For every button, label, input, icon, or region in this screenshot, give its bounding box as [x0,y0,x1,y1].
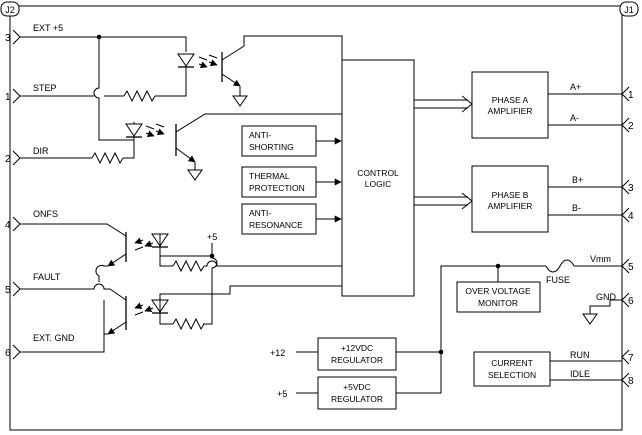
left-pin-step: 1 STEP [5,83,57,104]
onfs-fault-circuit: +5 [20,223,342,353]
left-pin-num: 1 [5,92,11,103]
onfs-resistor [172,259,205,273]
svg-text:REGULATOR: REGULATOR [331,394,383,404]
run-label: RUN [570,350,590,360]
svg-text:CONTROL: CONTROL [357,168,399,178]
svg-text:SHORTING: SHORTING [249,142,294,152]
left-pin-label: ONFS [33,209,58,219]
gnd-label: GND [596,292,617,302]
svg-text:CURRENT: CURRENT [491,358,533,368]
regulator-12v: +12VDC REGULATOR +12 [270,337,444,371]
svg-text:PHASE B: PHASE B [492,190,529,200]
output-a-minus: A- [570,113,579,123]
ground-icon [582,313,598,325]
svg-text:1: 1 [628,90,634,101]
connector-j2-badge: J2 [0,1,20,17]
over-voltage-monitor [456,281,541,313]
left-pin-onfs: 4 ONFS [5,209,58,232]
regulator-5v: +5VDC REGULATOR +5 [277,352,442,410]
left-pin-ext-gnd: 6 EXT. GND [5,333,75,360]
svg-text:ANTI-: ANTI- [249,208,271,218]
svg-text:8: 8 [628,376,634,387]
anti-resonance-block: ANTI- RESONANCE [241,203,342,235]
connector-j1-label: J1 [624,5,634,15]
board-outline [9,5,623,431]
svg-text:AMPLIFIER: AMPLIFIER [488,106,533,116]
svg-text:4: 4 [628,211,634,222]
svg-text:7: 7 [628,353,634,364]
svg-text:SELECTION: SELECTION [488,370,536,380]
svg-text:5: 5 [628,262,634,273]
svg-text:+5VDC: +5VDC [343,382,371,392]
svg-text:PROTECTION: PROTECTION [249,183,305,193]
fault-resistor [172,317,205,331]
current-selection-block: CURRENT SELECTION RUN IDLE [473,350,622,387]
svg-text:LOGIC: LOGIC [365,179,391,189]
phase-b-amplifier: PHASE B AMPLIFIER [471,165,549,233]
idle-label: IDLE [570,369,590,379]
fuse-label: FUSE [546,275,570,285]
ground-icon [232,95,248,107]
ground-icon [187,169,203,181]
vmm-label: Vmm [590,254,611,264]
step-input-circuit [20,34,343,141]
left-pin-label: STEP [33,83,57,93]
svg-text:PHASE A: PHASE A [492,95,529,105]
left-pin-label: FAULT [33,272,61,282]
dir-input-circuit [20,113,342,181]
left-pin-num: 5 [5,285,11,296]
step-resistor [123,89,156,103]
dir-resistor [91,151,124,165]
left-pin-num: 6 [5,348,11,359]
svg-text:3: 3 [628,183,634,194]
svg-text:ANTI-: ANTI- [249,130,271,140]
left-pin-num: 3 [5,33,11,44]
left-pin-ext5: 3 EXT +5 [5,23,63,45]
svg-text:MONITOR: MONITOR [478,298,518,308]
connector-j1-badge: J1 [619,1,639,17]
plus5-supply-label: +5 [207,232,217,242]
svg-text:RESONANCE: RESONANCE [249,220,303,230]
svg-text:THERMAL: THERMAL [249,171,290,181]
left-pin-num: 2 [5,154,11,165]
svg-text:6: 6 [628,296,634,307]
control-logic-block: CONTROL LOGIC [341,59,415,297]
output-a-plus: A+ [570,82,581,92]
thermal-protection-block: THERMAL PROTECTION [241,166,342,198]
svg-text:+12VDC: +12VDC [341,343,373,353]
output-b-plus: B+ [572,175,583,185]
left-pin-fault: 5 FAULT [5,272,61,297]
svg-text:2: 2 [628,121,634,132]
output-b-minus: B- [572,203,581,213]
fuse-icon [545,259,575,273]
left-pin-label: EXT. GND [33,333,75,343]
left-pin-num: 4 [5,220,11,231]
left-pin-label: DIR [33,146,49,156]
anti-shorting-block: ANTI- SHORTING [241,125,342,157]
svg-text:REGULATOR: REGULATOR [331,355,383,365]
vmm-supply-circuit: Vmm FUSE OVER VOLTAGE MONITOR GND [440,254,622,352]
left-pin-label: EXT +5 [33,23,63,33]
svg-text:AMPLIFIER: AMPLIFIER [488,201,533,211]
svg-text:OVER VOLTAGE: OVER VOLTAGE [465,286,531,296]
out-12-label: +12 [270,348,285,358]
connector-j2-label: J2 [5,5,15,15]
out-5-label: +5 [277,389,287,399]
right-pins: 1 2 3 4 5 6 7 8 [621,86,634,388]
phase-a-amplifier: PHASE A AMPLIFIER [471,71,549,139]
left-pin-dir: 2 DIR [5,146,49,166]
